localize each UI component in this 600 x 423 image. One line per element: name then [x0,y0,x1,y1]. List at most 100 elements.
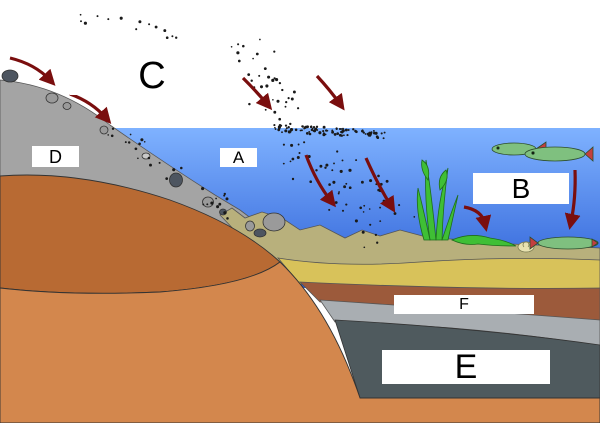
particle-dot [369,179,373,183]
particle-dot [223,192,226,196]
particle-dot [298,151,301,155]
particle-dot [348,168,352,172]
particle-dot [129,133,132,136]
particle-dot [273,124,276,127]
particle-dot [291,157,295,161]
particle-dot [237,59,241,63]
particle-dot [296,107,300,110]
particle-dot [289,122,292,126]
particle-dot [318,131,322,135]
particle-dot [210,201,214,205]
particle-dot [107,18,110,21]
particle-dot [341,209,345,212]
particle-dot [355,130,358,134]
particle-dot [255,52,259,56]
particle-dot [80,20,82,23]
particle-dot [309,125,313,129]
particle-dot [284,129,288,133]
particle-dot [216,205,220,209]
pebble-icon [99,125,109,135]
particle-dot [347,128,350,132]
particle-dot [374,233,378,237]
particle-dot [138,142,141,146]
particle-dot [322,132,325,134]
particle-dot [180,166,183,170]
particle-dot [278,124,282,127]
particle-dot [83,21,87,25]
particle-dot [282,162,285,165]
particle-dot [338,127,342,131]
particle-dot [346,134,349,137]
plant-icon [416,159,459,241]
particle-dot [345,203,348,206]
particle-dot [273,50,276,53]
particle-dot [247,73,251,76]
particle-dot [236,51,240,55]
particle-dot [309,180,313,184]
particle-dot [237,43,240,46]
particle-dot [382,137,385,140]
particle-dot [319,164,323,168]
particle-dot [345,182,348,185]
pebble-icon [169,172,183,188]
particle-dot [281,131,283,134]
particle-dot [335,127,338,130]
particle-dot [273,77,276,80]
particle-dot [343,185,347,189]
particle-dot [258,74,261,77]
particle-dot [413,216,416,218]
particle-dot [226,217,229,220]
particle-dot [383,131,386,134]
particle-dot [265,84,269,88]
particle-dot [165,177,169,180]
particle-dot [294,128,298,132]
particle-dot [259,85,264,89]
particle-dot [242,44,245,48]
particle-dot [338,133,342,137]
particle-dot [324,166,327,169]
particle-dot [305,132,309,135]
particle-dot [361,129,364,133]
particle-dot [290,97,294,101]
particle-dot [379,206,382,209]
particle-dot [340,130,344,134]
particle-dot [336,150,339,153]
particle-dot [315,169,318,172]
particle-dot [355,159,358,162]
particle-dot [281,88,284,92]
arrow-icon [315,74,345,111]
particle-dot [331,130,335,134]
particle-dot [274,126,276,129]
particle-dot [308,132,312,136]
arrow-icon [9,56,56,86]
particle-dot [275,78,279,82]
particle-dot [362,211,365,213]
particle-dot [377,188,380,192]
particle-dot [287,126,290,129]
label-c: C [70,56,234,95]
label-d: D [32,146,79,167]
particle-dot [107,134,110,136]
particle-dot [363,246,366,249]
particle-dot [225,197,229,201]
particle-dot [267,75,271,79]
particle-dot [285,127,288,130]
particle-dot [138,20,142,24]
particle-dot [393,212,397,215]
particle-dot [303,141,306,144]
pebble-icon [253,228,267,238]
particle-dot [111,127,115,131]
particle-dot [202,203,205,206]
particle-dot [336,132,340,135]
particle-dot [143,140,146,143]
particle-dot [140,138,144,142]
particle-dot [352,128,355,131]
particle-dot [360,180,364,184]
particle-dot [273,110,277,114]
particle-dot [218,202,222,206]
particle-dot [277,128,281,132]
particle-dot [303,126,307,129]
particle-dot [315,125,319,128]
particle-dot [376,241,379,244]
